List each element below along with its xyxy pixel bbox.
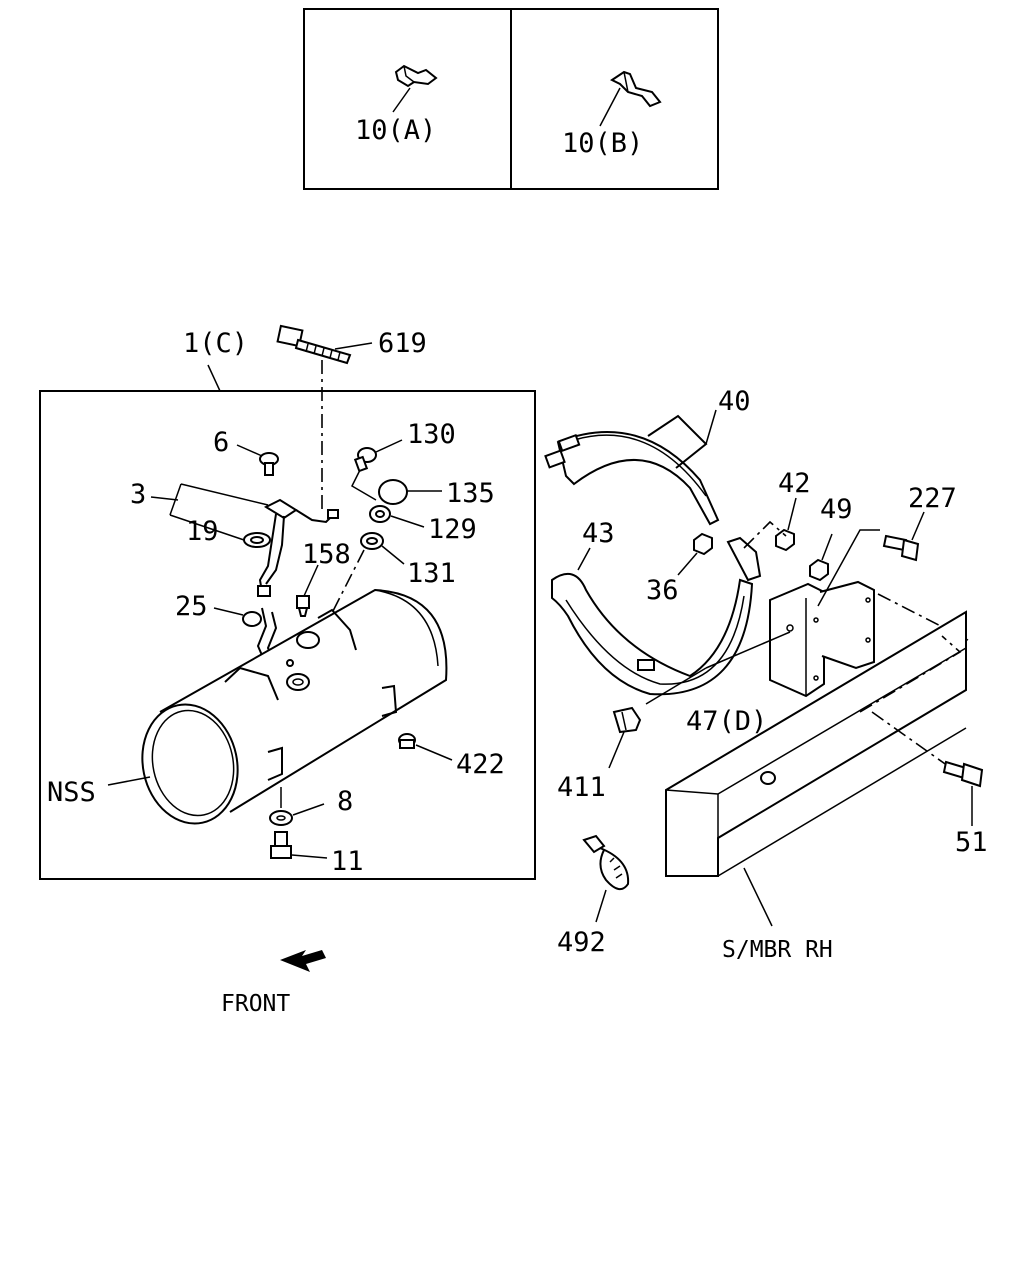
leader-3 [150, 496, 179, 501]
bracket-130 [351, 469, 377, 501]
leader-411 [608, 731, 625, 769]
band-43-icon [551, 536, 762, 696]
leader-25 [213, 607, 244, 616]
gasket-19-icon [243, 532, 271, 548]
label-front: FRONT [221, 991, 290, 1017]
leader-11 [291, 854, 328, 859]
leader-131 [381, 545, 405, 565]
leader-158 [303, 564, 319, 597]
label-47d: 47(D) [686, 706, 767, 737]
leader-8 [292, 803, 325, 816]
label-40: 40 [718, 386, 751, 417]
leader-47d-b [645, 667, 707, 705]
leader-10a [392, 87, 411, 113]
bracket-47d-icon [769, 580, 875, 698]
leader-130 [375, 439, 403, 453]
nut-36-icon [693, 532, 713, 556]
leader-43 [577, 547, 591, 571]
washer-8-icon [269, 810, 293, 826]
bracket-40 [647, 414, 708, 469]
leader-47d-a [705, 631, 791, 669]
bracket-3-top [180, 483, 269, 506]
grommet-129-icon [369, 505, 391, 523]
label-smbr: S/MBR RH [722, 937, 833, 963]
leader-36 [677, 552, 698, 576]
leader-492 [595, 889, 607, 923]
label-19: 19 [186, 516, 219, 547]
label-51: 51 [955, 827, 988, 858]
label-3: 3 [130, 479, 146, 510]
mounting-hardware: 40 43 36 42 [544, 386, 988, 963]
leader-619 [334, 342, 373, 350]
washer-131-icon [360, 532, 384, 550]
leader-422 [415, 744, 453, 761]
clip-411-icon [612, 706, 642, 734]
leader-1c [207, 364, 221, 392]
front-arrow-icon [280, 950, 326, 972]
clip-a-icon [394, 64, 438, 88]
leader-10b [599, 87, 621, 127]
label-43: 43 [582, 518, 615, 549]
leader-nss [107, 776, 151, 786]
bolt-51-icon [942, 760, 984, 788]
label-131: 131 [407, 558, 456, 589]
leader-49 [821, 533, 833, 561]
bracket-3-bottom [169, 514, 245, 541]
nut-42-icon [775, 528, 795, 552]
label-10a: 10(A) [355, 115, 436, 146]
label-619: 619 [378, 328, 427, 359]
assembly-frame [39, 390, 536, 880]
band-40-icon [544, 431, 720, 526]
leader-129 [390, 515, 425, 528]
plug-422-icon [398, 733, 416, 749]
bolt-227-icon [882, 534, 920, 562]
leader-smbr [743, 867, 773, 927]
label-135: 135 [446, 478, 495, 509]
plug-158-icon [296, 595, 310, 617]
label-8: 8 [337, 786, 353, 817]
fuel-tank-nss-icon [141, 588, 448, 825]
leader-6 [236, 444, 263, 457]
leader-42 [787, 497, 797, 531]
cap-135-icon [378, 479, 408, 505]
bolt-11-icon [270, 831, 292, 859]
label-1c: 1(C) [183, 328, 248, 359]
cable-tie-492-icon [582, 834, 630, 891]
label-492: 492 [557, 927, 606, 958]
side-member-rh-icon [665, 610, 967, 877]
label-42: 42 [778, 468, 811, 499]
leader-40 [705, 409, 717, 445]
label-nss: NSS [47, 777, 96, 808]
label-158: 158 [302, 539, 351, 570]
inset-panel: 10(A) 10(B) [303, 8, 719, 190]
label-130: 130 [407, 419, 456, 450]
label-10b: 10(B) [562, 128, 643, 159]
cable-tie-619-icon [276, 324, 352, 365]
label-36: 36 [646, 575, 679, 606]
front-indicator: FRONT [221, 950, 326, 1017]
centerline-51 [871, 711, 949, 767]
assembly-1c: 1(C) 619 6 [39, 324, 536, 880]
label-25: 25 [175, 591, 208, 622]
label-227: 227 [908, 483, 957, 514]
label-6: 6 [213, 427, 229, 458]
bracket-49 [817, 529, 880, 607]
label-49: 49 [820, 494, 853, 525]
label-11: 11 [331, 846, 364, 877]
label-422: 422 [456, 749, 505, 780]
nut-49-icon [809, 558, 829, 582]
leader-227 [911, 511, 925, 541]
centerline-42 [743, 520, 787, 549]
bolt-130-icon [353, 447, 377, 473]
label-411: 411 [557, 772, 606, 803]
fuel-sender-3-icon [257, 498, 339, 597]
label-129: 129 [428, 514, 477, 545]
bolt-6-icon [259, 452, 279, 476]
clip-b-icon [610, 70, 662, 108]
